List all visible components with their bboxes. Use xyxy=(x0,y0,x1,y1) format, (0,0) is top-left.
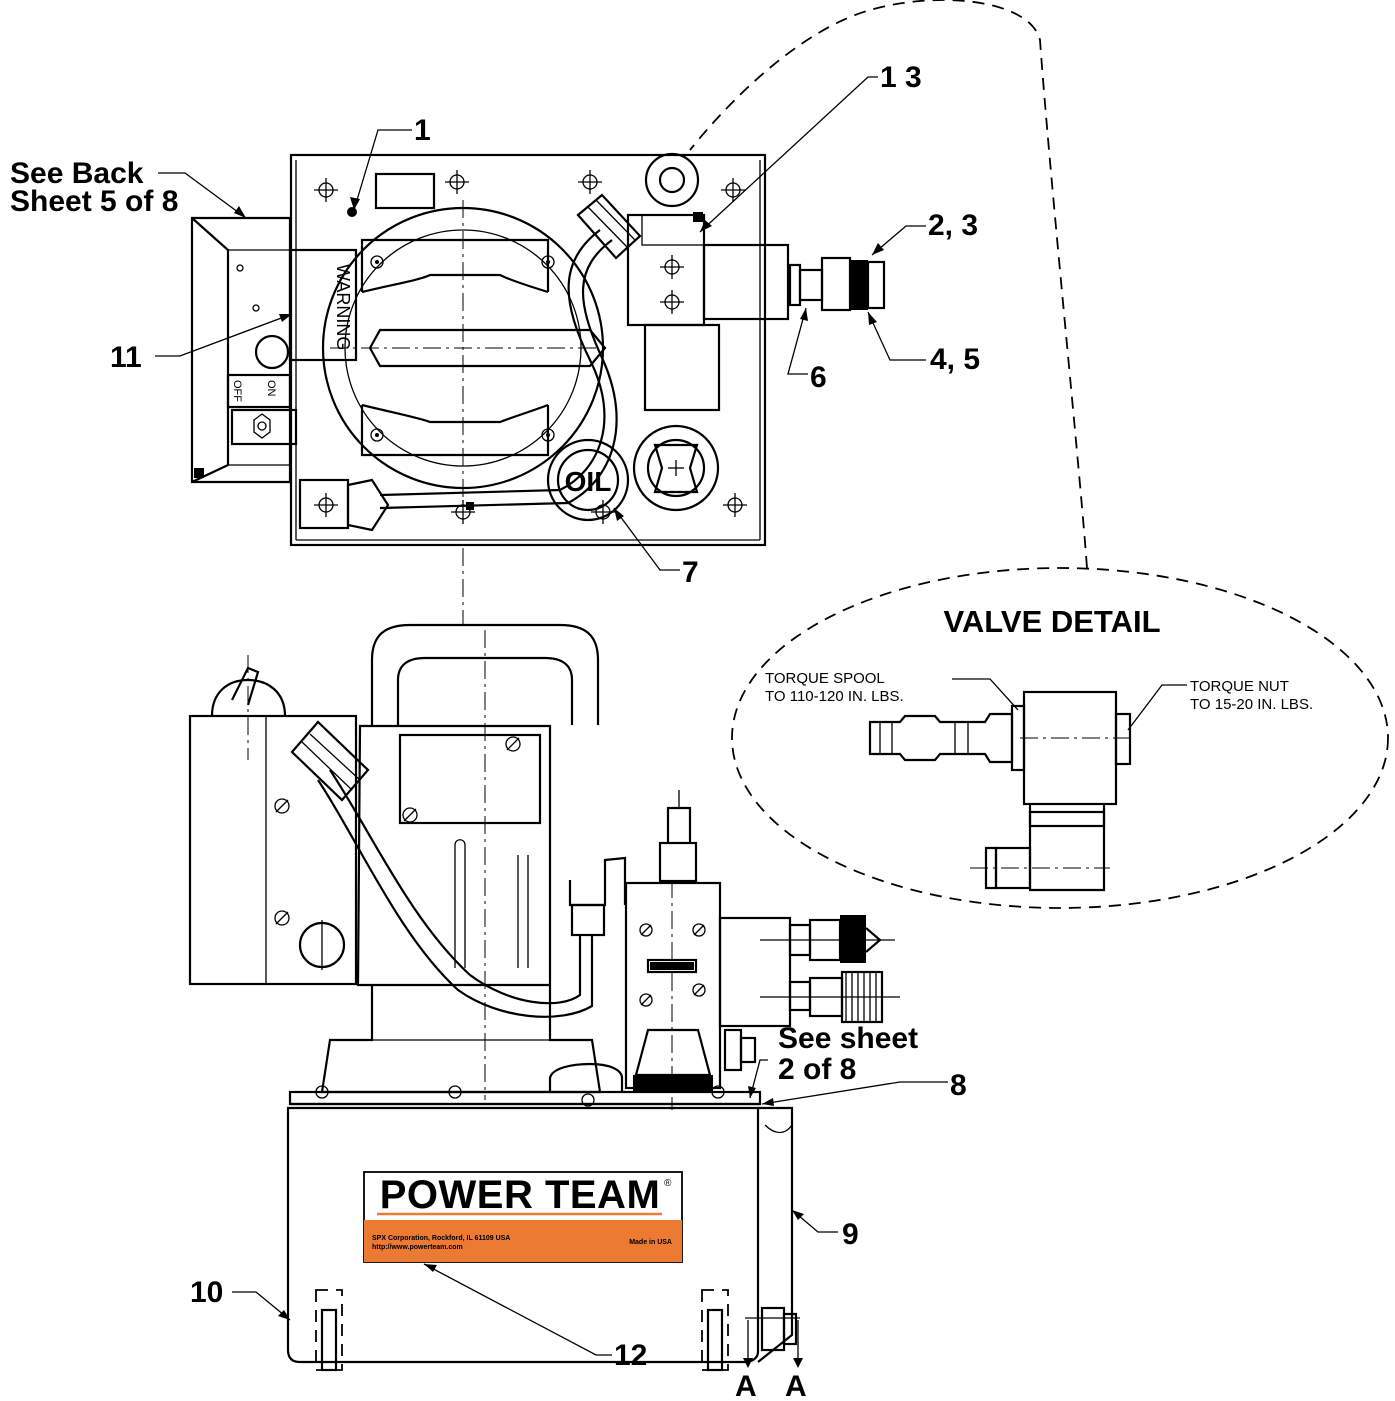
power-team-nameplate: POWER TEAM ® SPX Corporation, Rockford, … xyxy=(363,1171,683,1263)
valve-detail-boundary xyxy=(731,567,1389,909)
torque-spool-line-2: TO 110-120 IN. LBS. xyxy=(765,688,904,705)
callout-2-3: 2, 3 xyxy=(928,209,978,242)
on-label: ON xyxy=(265,380,277,397)
front-cable xyxy=(329,769,582,1005)
top-cable xyxy=(379,229,606,497)
callout-11: 11 xyxy=(110,341,142,374)
front-solenoid xyxy=(718,916,792,1028)
callout-4-5: 4, 5 xyxy=(930,343,980,376)
warning-decal xyxy=(288,248,358,362)
see-sheet-line-1: See sheet xyxy=(778,1022,918,1055)
nameplate-registered: ® xyxy=(664,1178,672,1189)
front-electrical-box xyxy=(188,714,358,986)
off-label: OFF xyxy=(231,380,243,402)
callout-1: 1 xyxy=(414,114,431,147)
nameplate-orange-band xyxy=(364,1220,682,1262)
section-a-right: A xyxy=(785,1370,807,1401)
torque-nut-line-2: TO 15-20 IN. LBS. xyxy=(1190,696,1313,713)
callout-8: 8 xyxy=(950,1069,967,1102)
top-view: OIL WARNING OFF ON xyxy=(190,152,886,547)
callout-10: 10 xyxy=(190,1276,223,1309)
front-solenoid-top xyxy=(658,841,698,883)
section-a-left: A xyxy=(735,1370,757,1401)
top-pivot-boss xyxy=(644,152,700,208)
electrical-box xyxy=(190,216,292,484)
top-fasteners xyxy=(314,170,747,524)
top-label-slot xyxy=(374,172,436,210)
callout-7: 7 xyxy=(682,556,699,589)
oil-cap xyxy=(546,438,630,522)
see-sheet-line-2: 2 of 8 xyxy=(778,1053,856,1086)
front-motor-plate xyxy=(398,733,542,825)
valve-detail: VALVE DETAIL TORQUE SPOOL TO 110-120 IN.… xyxy=(689,0,1389,909)
see-back-line-2: Sheet 5 of 8 xyxy=(10,185,178,218)
front-cable-gland xyxy=(290,720,370,802)
valve-coil xyxy=(1022,690,1118,806)
nameplate-address-2: http://www.powerteam.com xyxy=(372,1244,463,1251)
callouts: 1 1 3 2, 3 4, 5 6 7 11 See Back Sheet 5 … xyxy=(10,61,980,1401)
callout-13: 1 3 xyxy=(880,61,922,94)
front-view: POWER TEAM ® SPX Corporation, Rockford, … xyxy=(188,623,900,1372)
front-handle xyxy=(370,623,600,725)
nameplate-brand: POWER TEAM xyxy=(380,1173,661,1217)
top-solenoid xyxy=(702,243,790,321)
callout-9: 9 xyxy=(842,1218,859,1251)
see-back-line-1: See Back xyxy=(10,157,144,190)
tank-foot-left xyxy=(315,1289,343,1371)
top-coupler xyxy=(820,256,852,312)
tank-top-plate xyxy=(288,1090,762,1106)
torque-spool-line-1: TORQUE SPOOL xyxy=(765,670,885,687)
valve-detail-leader xyxy=(689,0,1088,569)
top-breather-knob xyxy=(632,424,720,512)
valve-spool xyxy=(868,712,1014,764)
warning-text: WARNING xyxy=(333,264,353,350)
nameplate-made-in: Made in USA xyxy=(629,1239,672,1246)
tank-foot-right xyxy=(701,1289,729,1371)
callout-6: 6 xyxy=(810,361,827,394)
oil-label: OIL xyxy=(565,466,612,497)
torque-nut-line-1: TORQUE NUT xyxy=(1190,678,1289,695)
top-cable-gland xyxy=(576,193,642,260)
top-switch xyxy=(230,408,298,446)
callout-12: 12 xyxy=(614,1339,647,1372)
nameplate-address-1: SPX Corporation, Rockford, IL 61109 USA xyxy=(372,1235,510,1242)
valve-detail-title: VALVE DETAIL xyxy=(944,604,1161,639)
front-motor xyxy=(356,724,552,987)
